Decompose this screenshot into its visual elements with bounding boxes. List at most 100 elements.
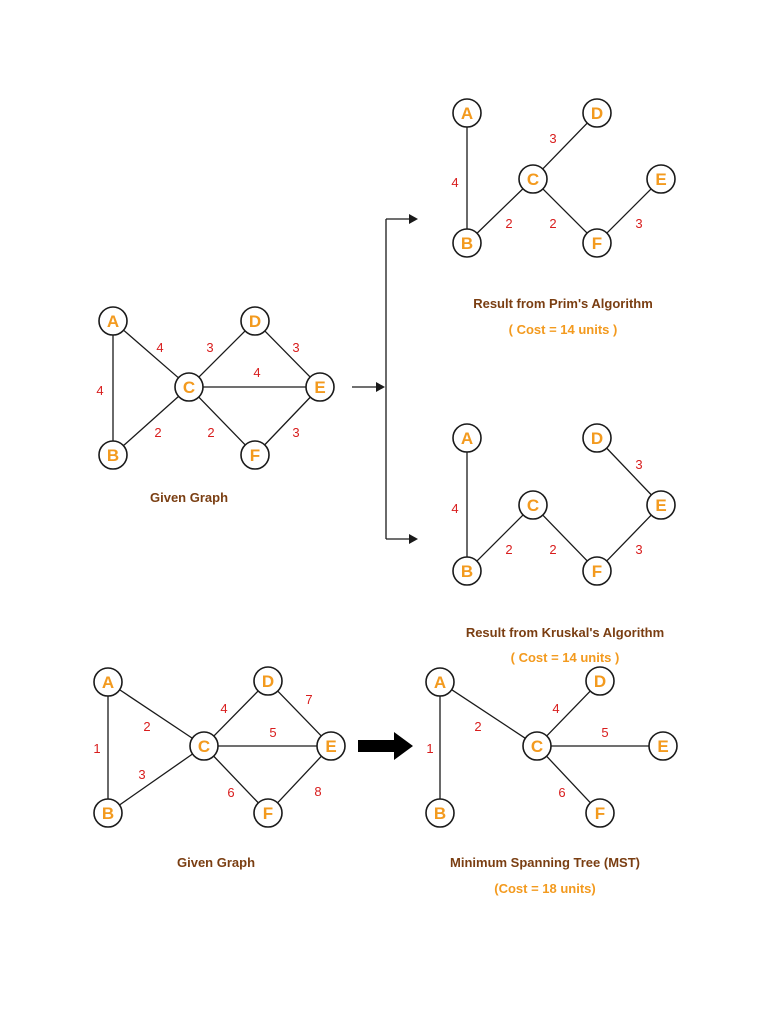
kruskal-result-caption: Result from Kruskal's Algorithm — [466, 625, 664, 640]
diagram2-given-node-label-B: B — [102, 804, 114, 823]
diagram1-kruskal-node-label-B: B — [461, 562, 473, 581]
diagram1-given-node-label-E: E — [314, 378, 325, 397]
prim-result-caption: Result from Prim's Algorithm — [473, 296, 653, 311]
diagram2-given-edge-CF — [213, 755, 259, 804]
diagram1-kruskal-edge-weight-CF: 2 — [549, 542, 556, 557]
diagram1-prim-edge-weight-AB: 4 — [451, 175, 458, 190]
diagram2-mst-node-C — [522, 731, 552, 761]
diagram2-given-node-label-A: A — [102, 673, 114, 692]
diagram2-given-edge-weight-CF: 6 — [227, 785, 234, 800]
diagram1-prim-node-label-F: F — [592, 234, 602, 253]
diagram2-mst-node-B — [425, 798, 455, 828]
diagram1-given-edge-weight-DE: 3 — [292, 340, 299, 355]
diagram1-kruskal-edge-FE — [606, 514, 652, 562]
diagram1-given-edge-CD — [198, 330, 246, 378]
diagram1-given-node-D — [240, 306, 270, 336]
diagram1-kruskal-node-A — [452, 423, 482, 453]
diagram2-mst-edge-weight-CE: 5 — [601, 725, 608, 740]
diagram2-given-edge-weight-CD: 4 — [220, 701, 227, 716]
diagram1-given-edge-weight-CD: 3 — [206, 340, 213, 355]
diagram1-given-node-C — [174, 372, 204, 402]
diagram2-given-node-F — [253, 798, 283, 828]
captions-layer: Given Graph Result from Prim's Algorithm… — [150, 296, 664, 896]
prim-branch-arrow-head — [409, 214, 418, 224]
diagram2-given-node-E — [316, 731, 346, 761]
diagram1-prim-edge-weight-CF: 2 — [549, 216, 556, 231]
diagram1-kruskal-edge-BC — [476, 514, 524, 562]
diagram1-prim-node-E — [646, 164, 676, 194]
diagram1-kruskal-node-C — [518, 490, 548, 520]
diagram1-kruskal-edge-weight-BC: 2 — [505, 542, 512, 557]
given-graph-caption-2: Given Graph — [177, 855, 255, 870]
diagram1-given-node-label-D: D — [249, 312, 261, 331]
diagram1-prim-node-C — [518, 164, 548, 194]
diagram1-prim-node-label-C: C — [527, 170, 539, 189]
diagram2-given-edge-EF — [277, 755, 322, 804]
diagram1-kruskal-node-E — [646, 490, 676, 520]
diagram1-given-edge-weight-EF: 3 — [292, 425, 299, 440]
diagram2-given-node-label-C: C — [198, 737, 210, 756]
diagram2-given-edge-CD — [213, 690, 259, 737]
given-graph-caption-1: Given Graph — [150, 490, 228, 505]
diagram2-mst-node-label-B: B — [434, 804, 446, 823]
diagram2-given-node-label-E: E — [325, 737, 336, 756]
diagram1-kruskal-edge-weight-AB: 4 — [451, 501, 458, 516]
diagram2-mst-node-D — [585, 666, 615, 696]
diagram1-given-edge-AC — [123, 329, 179, 379]
mst-caption: Minimum Spanning Tree (MST) — [450, 855, 640, 870]
diagram1-given-edge-DE — [264, 330, 311, 378]
diagram2-given-edge-weight-BC: 3 — [138, 767, 145, 782]
diagram2-mst-edge-weight-AB: 1 — [426, 741, 433, 756]
diagram1-kruskal-node-F — [582, 556, 612, 586]
prim-cost-label: ( Cost = 14 units ) — [509, 322, 618, 337]
diagram2-mst-node-label-A: A — [434, 673, 446, 692]
diagram2-given-edge-weight-DE: 7 — [305, 692, 312, 707]
diagram1-given-node-A — [98, 306, 128, 336]
diagram1-prim-edge-FE — [606, 188, 652, 234]
diagram1-prim-edge-CF — [542, 188, 588, 234]
diagram1-kruskal-node-B — [452, 556, 482, 586]
diagram1-prim-node-label-A: A — [461, 104, 473, 123]
diagram2-given-node-B — [93, 798, 123, 828]
diagram1-prim-node-B — [452, 228, 482, 258]
connectors-layer — [352, 214, 418, 760]
diagram1-given-node-label-F: F — [250, 446, 260, 465]
diagram1-kruskal-node-label-E: E — [655, 496, 666, 515]
diagram2-given-node-A — [93, 667, 123, 697]
kruskal-cost-label: ( Cost = 14 units ) — [511, 650, 620, 665]
diagram2-mst-node-label-C: C — [531, 737, 543, 756]
diagram2-given-edge-DE — [277, 690, 322, 737]
diagram2-mst-edge-weight-AC: 2 — [474, 719, 481, 734]
diagram1-prim-edge-weight-FE: 3 — [635, 216, 642, 231]
diagram1-kruskal-node-label-F: F — [592, 562, 602, 581]
branch-arrow-head — [376, 382, 385, 392]
kruskal-branch-arrow-head — [409, 534, 418, 544]
diagram1-given-edge-weight-BC: 2 — [154, 425, 161, 440]
diagram1-prim-edge-weight-CD: 3 — [549, 131, 556, 146]
diagram1-kruskal-edge-weight-ED: 3 — [635, 457, 642, 472]
diagram1-given-edge-weight-AC: 4 — [156, 340, 163, 355]
diagram2-given-edge-weight-EF: 8 — [314, 784, 321, 799]
diagram1-prim-node-label-E: E — [655, 170, 666, 189]
diagram1-given-edge-BC — [122, 395, 180, 447]
diagram2-mst-edge-weight-CD: 4 — [552, 701, 559, 716]
diagram1-given-edge-CF — [198, 396, 246, 446]
diagram1-kruskal-edge-ED — [606, 447, 652, 496]
diagram2-mst-edge-CF — [546, 755, 591, 804]
diagram2-given-edge-weight-AC: 2 — [143, 719, 150, 734]
diagram2-mst-node-E — [648, 731, 678, 761]
diagram2-given-node-D — [253, 666, 283, 696]
diagram1-given-node-label-C: C — [183, 378, 195, 397]
diagram2-mst-edge-AC — [451, 689, 526, 739]
diagram1-given-node-label-A: A — [107, 312, 119, 331]
diagram2-mst-node-label-E: E — [657, 737, 668, 756]
diagram2-mst-node-label-F: F — [595, 804, 605, 823]
diagram1-given-node-E — [305, 372, 335, 402]
diagram1-kruskal-node-label-D: D — [591, 429, 603, 448]
diagram1-kruskal-edge-weight-FE: 3 — [635, 542, 642, 557]
diagram2-given-node-label-D: D — [262, 672, 274, 691]
